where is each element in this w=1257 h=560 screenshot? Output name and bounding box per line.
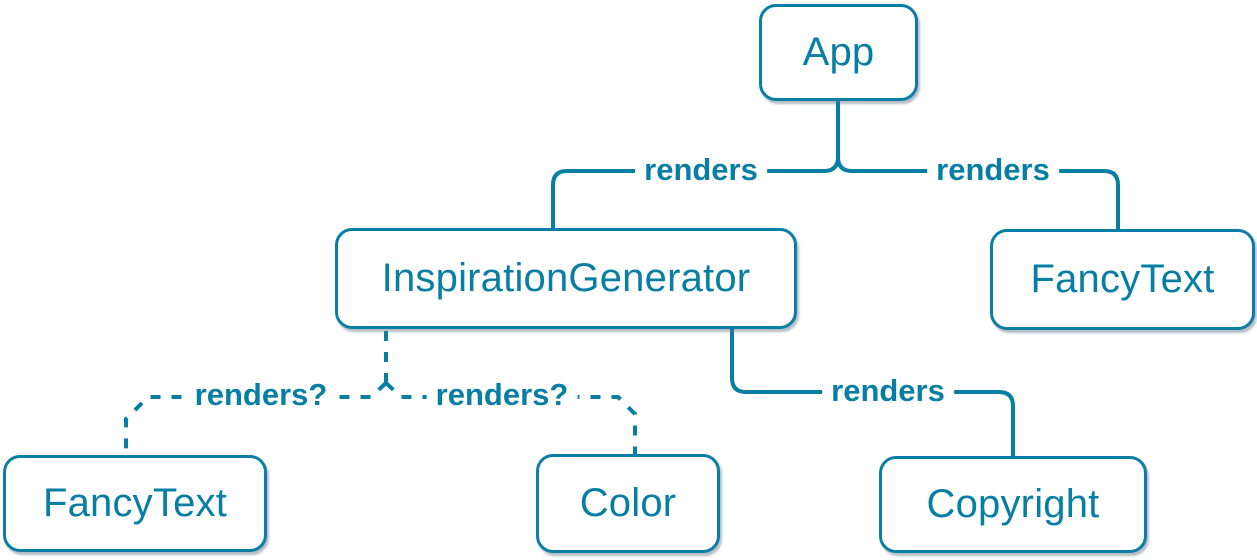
node-fancy-text-top: FancyText <box>990 229 1255 330</box>
node-copyright: Copyright <box>879 456 1147 553</box>
node-color-label: Color <box>579 481 677 525</box>
node-fancy-text-bottom: FancyText <box>3 455 267 552</box>
edge-label-renders-copyright: renders <box>822 373 954 409</box>
node-copyright-label: Copyright <box>926 482 1100 526</box>
edge-label-renders-question-right: renders? <box>426 377 578 413</box>
edge-label-renders-question-left: renders? <box>185 377 337 413</box>
node-inspiration-generator: InspirationGenerator <box>335 228 797 329</box>
node-color: Color <box>536 454 720 553</box>
node-app-label: App <box>802 30 875 74</box>
edge-label-renders-left: renders <box>635 152 767 188</box>
node-app: App <box>759 4 918 101</box>
edge-label-renders-right: renders <box>927 152 1059 188</box>
node-fancy-text-top-label: FancyText <box>1030 257 1215 301</box>
edge-inspirationgenerator-color <box>384 381 637 454</box>
node-fancy-text-bottom-label: FancyText <box>42 481 228 525</box>
node-inspiration-generator-label: InspirationGenerator <box>381 256 751 300</box>
